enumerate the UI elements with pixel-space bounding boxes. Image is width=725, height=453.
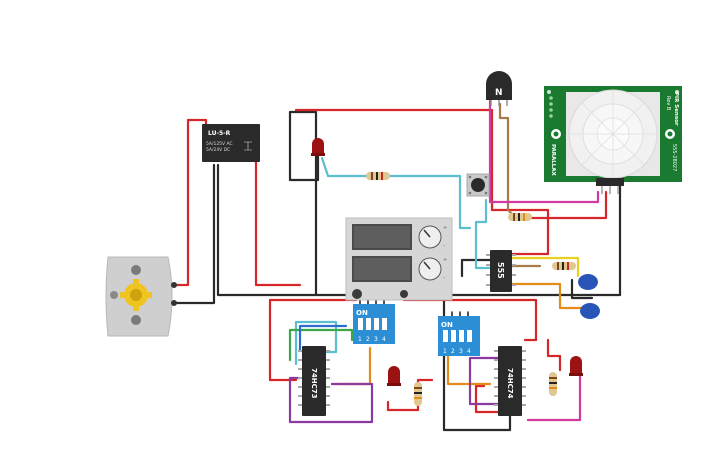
dip-switch-right[interactable]: ON 1 2 3 4 (438, 316, 480, 356)
pir-sensor[interactable]: PIR Sensor Rev B PARALLAX 555-28027 (544, 86, 682, 194)
ic-left-label: 74HC73 (310, 368, 318, 399)
dip-right-num-1: 1 (443, 348, 447, 355)
wire-cyan-led-resistor[interactable] (320, 156, 472, 230)
pir-title: PIR Sensor (673, 92, 679, 126)
wire-black-loop-top[interactable] (288, 110, 320, 297)
resistor-bottom-left[interactable] (414, 382, 422, 406)
motor-terminal-top[interactable] (171, 282, 177, 288)
dip-left-num-2: 2 (366, 336, 370, 343)
led-bottom-left[interactable] (387, 366, 401, 386)
wire-cyan-555-in[interactable] (474, 198, 492, 270)
relay[interactable]: LU-5-R 5A/125V AC 5A/24V DC (202, 124, 260, 162)
wire-red-bottom-left[interactable] (386, 378, 434, 412)
ic-74hc73[interactable]: 74HC73 (298, 346, 330, 416)
resistor-top[interactable] (366, 172, 390, 180)
motor-terminal-bottom[interactable] (171, 300, 177, 306)
ic-74hc74[interactable]: 74HC74 (494, 346, 526, 416)
resistor-555-right[interactable] (552, 262, 576, 270)
motor-gear-icon (120, 279, 152, 311)
wire-yellow-555[interactable] (510, 256, 580, 278)
dip-left-num-1: 1 (358, 336, 362, 343)
capacitor-2[interactable] (580, 303, 600, 319)
dip-left-num-3: 3 (374, 336, 378, 343)
wire-cyan-left-ic[interactable] (294, 320, 338, 366)
wire-orange-left-ic[interactable] (336, 346, 372, 386)
wire-orange-555-cap[interactable] (510, 282, 584, 310)
dip-right-on: ON (441, 321, 453, 329)
wire-red-psu-down[interactable] (268, 298, 358, 382)
pushbutton[interactable] (466, 173, 490, 197)
wire-purple-left-ic[interactable] (288, 376, 374, 424)
dip-left-num-4: 4 (382, 336, 386, 343)
wire-brown-transistor[interactable] (498, 102, 516, 218)
psu-terminal-right[interactable] (400, 290, 408, 298)
wire-green-left-ic[interactable] (288, 328, 354, 362)
pir-rev: Rev B (665, 96, 671, 111)
wire-red-pir-plus[interactable] (526, 190, 608, 220)
power-supply[interactable]: + - + - (345, 217, 453, 301)
wire-dip-left-legs[interactable] (359, 299, 385, 305)
psu-bottom-minus: - (443, 275, 445, 281)
ic-right-label: 74HC74 (506, 368, 514, 399)
psu-top-plus: + (443, 225, 447, 231)
wire-black-cap[interactable] (570, 278, 594, 300)
wire-red-top-bus[interactable] (294, 108, 550, 256)
transistor-npn[interactable]: N (486, 71, 512, 106)
wire-black-main-bus[interactable] (402, 176, 622, 297)
dip-left-on: ON (356, 309, 368, 317)
pir-part-no: 555-28027 (671, 144, 677, 171)
timer-label: 555 (496, 262, 505, 279)
wire-black-right-ic[interactable] (442, 298, 512, 432)
wire-red-led-right[interactable] (546, 338, 562, 372)
resistor-bottom-right[interactable] (549, 372, 557, 396)
wire-red-right-loop[interactable] (402, 298, 538, 342)
led-bottom-right[interactable] (569, 356, 583, 376)
psu-top-minus: - (443, 243, 445, 249)
dip-switch-left[interactable]: ON 1 2 3 4 (353, 304, 395, 344)
wire-blue-left-ic[interactable] (298, 324, 348, 352)
relay-rating-dc: 5A/24V DC (206, 147, 230, 153)
dip-right-num-4: 4 (467, 348, 471, 355)
wire-red-relay-right[interactable] (254, 158, 302, 287)
wire-magenta-pir-out[interactable] (488, 98, 600, 204)
pir-brand: PARALLAX (550, 144, 556, 177)
capacitor-1[interactable] (578, 274, 598, 290)
wire-dip-right-legs[interactable] (443, 311, 469, 317)
relay-rating-ac: 5A/125V AC (206, 141, 233, 147)
relay-part: LU-5-R (208, 130, 231, 137)
wire-black-motor-ground[interactable] (174, 163, 216, 305)
dip-right-num-2: 2 (451, 348, 455, 355)
wire-black-relay-to-psu[interactable] (216, 163, 358, 297)
resistor-555-top[interactable] (508, 213, 532, 221)
wires (174, 98, 622, 432)
wire-purple-right-ic[interactable] (468, 356, 500, 406)
timer-555[interactable]: 555 (486, 250, 516, 292)
dip-right-num-3: 3 (459, 348, 463, 355)
wire-black-555-gnd[interactable] (460, 258, 492, 278)
led-top[interactable] (311, 138, 325, 156)
psu-terminal-left[interactable] (352, 289, 362, 299)
wire-orange-right-ic[interactable] (446, 342, 492, 386)
psu-bottom-plus: + (443, 257, 447, 263)
wire-red-motor-to-relay[interactable] (174, 118, 208, 287)
transistor-label: N (495, 88, 503, 98)
wire-red-bottom-right[interactable] (474, 384, 500, 414)
dc-motor[interactable] (105, 256, 177, 337)
